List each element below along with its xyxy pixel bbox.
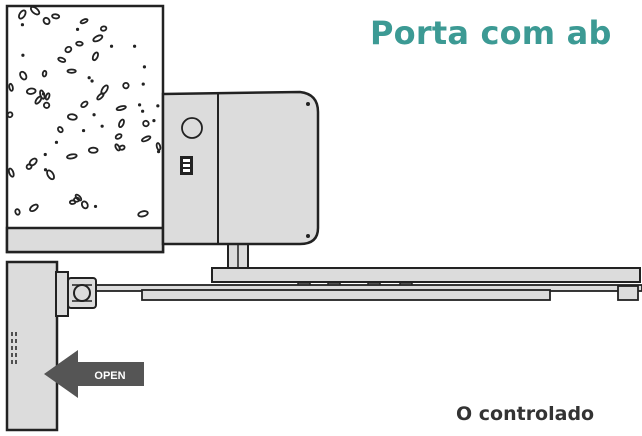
- wall-pebble: [51, 13, 61, 20]
- wall-base: [5, 226, 165, 254]
- wall-pebble: [43, 101, 51, 109]
- wall-pebble: [137, 210, 149, 218]
- wall-pebble: [57, 126, 64, 134]
- wall-pebble: [29, 203, 39, 213]
- operator-body: [161, 90, 320, 246]
- mounting-plate: [211, 267, 641, 283]
- wall-dot: [92, 113, 96, 117]
- wall-pebble: [155, 142, 162, 151]
- wall-dot: [100, 124, 104, 128]
- wall-pebble: [14, 208, 21, 216]
- wall-pebble: [100, 84, 109, 95]
- wall-pebble: [114, 143, 121, 152]
- wall-pebble: [44, 92, 51, 101]
- wall-pebble: [91, 51, 99, 62]
- open-arrow-icon: OPEN: [44, 350, 144, 398]
- wall-dot: [87, 76, 91, 80]
- wall-dot: [81, 128, 86, 133]
- wall-dot: [41, 92, 46, 96]
- wall-pebble: [80, 200, 89, 210]
- wall-pebble: [141, 135, 152, 143]
- caption-text: O controlado: [456, 403, 595, 425]
- wall-pebble: [66, 68, 77, 74]
- door-leaf: [5, 260, 59, 432]
- wall-dot: [93, 204, 98, 209]
- wall-dot: [21, 53, 25, 57]
- wall-pebble: [142, 119, 150, 128]
- wall-pebble: [18, 9, 27, 20]
- wall-dot: [137, 103, 142, 107]
- wall: [5, 4, 165, 254]
- page-title: Porta com ab: [370, 14, 612, 52]
- wall-pebble: [122, 82, 130, 90]
- operator-stand: [211, 243, 641, 283]
- control-switch-icon: [180, 156, 193, 175]
- wall-pebble: [42, 16, 51, 25]
- wall-dot: [75, 27, 80, 31]
- wall-pebble: [87, 146, 99, 154]
- wall-pebble: [75, 40, 84, 47]
- wall-pebble: [7, 167, 15, 178]
- wall-pebble: [64, 45, 73, 54]
- wall-dot: [90, 79, 94, 83]
- wall-dot: [109, 44, 114, 48]
- wall-dot: [43, 152, 47, 157]
- wall-pebble: [8, 82, 14, 92]
- door-bracket: [55, 271, 97, 317]
- wall-dot: [20, 23, 25, 27]
- wall-dot: [54, 140, 59, 144]
- wall-pebble: [74, 193, 83, 202]
- wall-dot: [156, 150, 161, 154]
- wall-pebble: [80, 100, 89, 109]
- wall-dot: [156, 104, 160, 108]
- wall-dot: [141, 82, 145, 86]
- operator-arm: [93, 284, 642, 301]
- wall-pebble: [25, 163, 33, 170]
- open-arrow-label: OPEN: [94, 370, 125, 382]
- wall-dot: [152, 119, 156, 123]
- wall-dot: [142, 65, 147, 69]
- wall-dot: [132, 44, 137, 48]
- operator-lens-icon: [181, 117, 203, 139]
- wall-pebble: [79, 18, 89, 25]
- wall-pebble: [68, 199, 77, 205]
- wall-dot: [43, 168, 48, 172]
- wall-pebble: [19, 70, 28, 81]
- wall-pebble: [57, 56, 67, 63]
- wall-pebble: [7, 111, 14, 119]
- wall-pebble: [99, 25, 108, 32]
- wall-pebble: [67, 113, 78, 121]
- wall-pebble: [66, 153, 78, 160]
- wall-pebble: [46, 169, 55, 181]
- wall-dot: [141, 109, 145, 113]
- wall-pebble: [114, 133, 123, 140]
- wall-pebble: [115, 105, 127, 112]
- wall-pebble: [41, 69, 48, 78]
- wall-pebble: [25, 87, 37, 95]
- wall-pebble: [118, 118, 125, 129]
- wall-pattern: [7, 6, 162, 218]
- wall-pebble: [30, 6, 41, 16]
- wall-pebble: [92, 34, 104, 43]
